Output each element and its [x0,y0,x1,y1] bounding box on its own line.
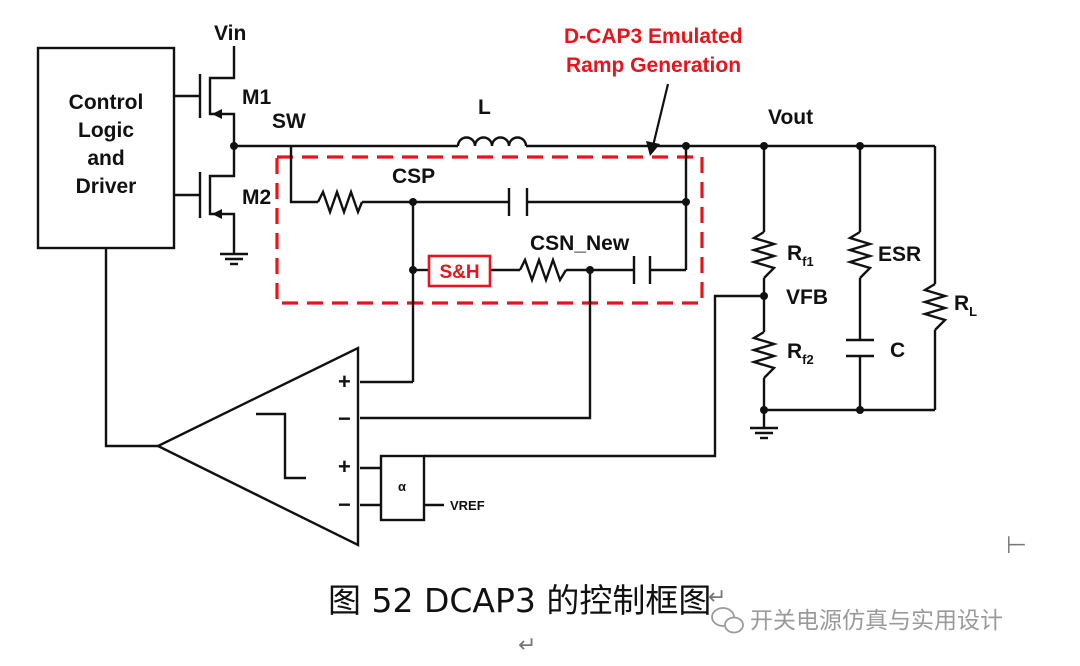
node-dot-2 [682,198,690,206]
m2-label: M2 [242,186,271,209]
mosfet-m1 [174,46,236,146]
resistor-esr [845,230,875,279]
emulated-ramp-title-2: Ramp Generation [566,54,741,77]
node-dot-7 [760,406,768,414]
watermark: 开关电源仿真与实用设计 [711,607,1003,634]
figure-caption: 图 52 DCAP3 的控制框图 [328,581,711,620]
ground-symbol-m2 [220,252,248,266]
vout-label: Vout [768,106,813,129]
control-logic-label-4: Driver [76,175,137,198]
resistor-csn [518,256,568,284]
capacitor-csn [632,256,652,284]
node-dot-3 [409,198,417,206]
vfb-label: VFB [786,286,828,309]
input-minus-2: − [338,492,351,517]
node-dot-1 [682,142,690,150]
m1-label: M1 [242,86,271,109]
comparator-output-wire [104,248,158,448]
sw-label: SW [272,110,306,133]
corner-mark: ⊢ [1006,531,1027,559]
watermark-text: 开关电源仿真与实用设计 [750,608,1003,634]
resistor-rf1 [749,230,779,279]
node-dot-5 [586,266,594,274]
emulated-ramp-arrow [646,83,670,156]
cap-label: C [890,339,905,362]
resistor-rf2 [749,330,779,379]
csn-label: CSN_New [530,232,630,255]
sample-hold-block [427,254,492,288]
esr-label: ESR [878,243,921,266]
caption-return-mark: ↵ [708,585,726,610]
feedback-divider-wires [424,146,935,458]
resistor-csp [316,188,364,216]
control-logic-label-1: Control [69,91,144,114]
inductor-label: L [478,96,491,119]
vin-label: Vin [214,22,246,45]
rl-label: RL [954,292,977,319]
vref-label: VREF [450,498,485,513]
comparator-triangle [155,346,360,547]
input-minus-1: − [338,406,351,431]
alpha-gain-block [379,454,426,522]
sample-hold-label: S&H [439,262,479,283]
comparator-hysteresis-symbol [256,412,306,480]
node-dot-9 [856,406,864,414]
node-dot-8 [856,142,864,150]
wechat-icon [711,607,744,634]
resistor-rl [920,282,950,331]
ramp-network-wires [289,146,688,420]
rf1-label: Rf1 [787,242,814,269]
emulated-ramp-title-1: D-CAP3 Emulated [564,25,743,48]
input-plus-2: + [338,454,351,479]
empty-line-return-mark: ↵ [518,633,536,658]
alpha-label: α [398,479,406,494]
control-logic-label-3: and [87,147,124,170]
node-dot-vfb [760,292,768,300]
rf2-label: Rf2 [787,340,814,367]
mosfet-m2 [174,146,236,254]
capacitor-csp [507,188,529,216]
inductor-l [456,136,528,147]
control-logic-label-2: Logic [78,119,134,142]
ground-symbol-output [750,426,778,440]
node-dot-4 [409,266,417,274]
csp-label: CSP [392,165,435,188]
emulated-ramp-dashed-box [275,155,704,305]
control-logic-block [36,46,176,250]
input-plus-1: + [338,369,351,394]
node-dot-6 [760,142,768,150]
capacitor-output [846,338,874,358]
